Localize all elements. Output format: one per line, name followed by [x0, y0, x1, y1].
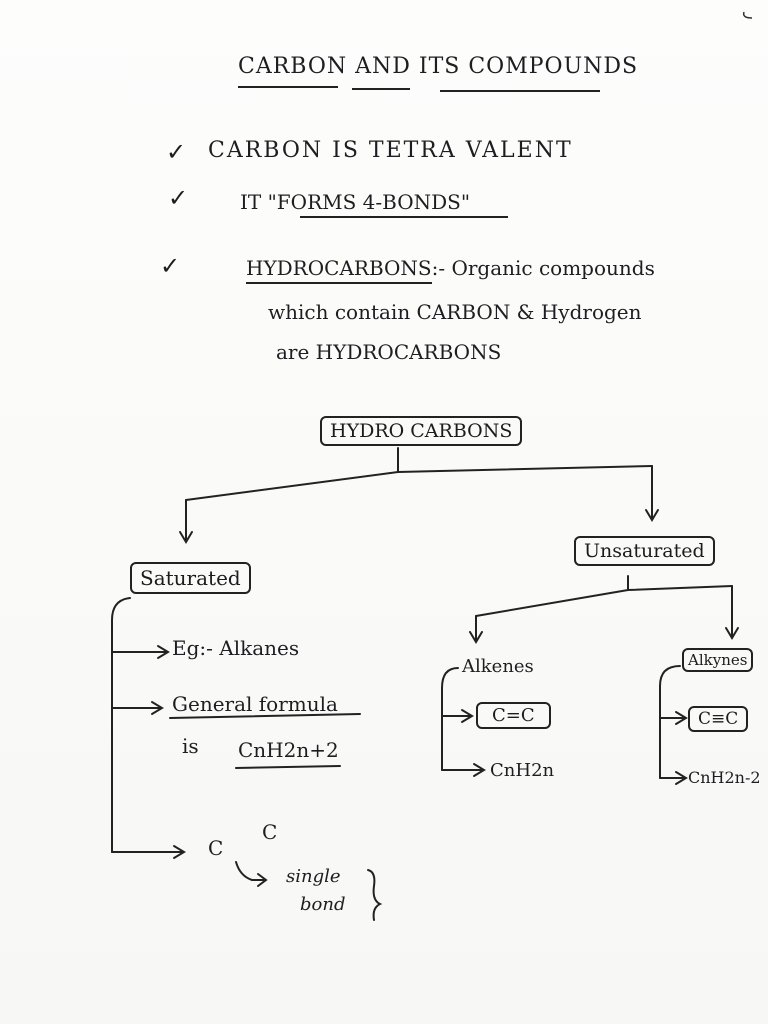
definition-line-2: which contain CARBON & Hydrogen — [268, 300, 642, 324]
title-underline-2 — [352, 88, 410, 90]
check-mark-icon: ✓ — [168, 184, 189, 212]
saturated-example: Eg:- Alkanes — [172, 636, 300, 660]
bond-carbon-1: C — [208, 836, 224, 860]
alkynes-bond-box: C≡C — [688, 706, 749, 732]
hydrocarbons-root-box: HYDRO CARBONS — [320, 416, 523, 446]
check-mark-icon: ✓ — [166, 138, 187, 166]
bond-note-bond: bond — [300, 894, 346, 915]
definition-line-3: are HYDROCARBONS — [276, 340, 502, 364]
alkenes-label: Alkenes — [462, 656, 534, 677]
title-underline-3 — [440, 90, 600, 92]
unsaturated-box: Unsaturated — [574, 536, 715, 566]
alkenes-bond-box: C=C — [476, 702, 551, 729]
saturated-box: Saturated — [130, 562, 251, 594]
alkynes-formula: CnH2n-2 — [688, 768, 761, 787]
hydrocarbons-underline — [246, 282, 432, 284]
four-bonds-underline — [300, 216, 508, 218]
point-four-bonds: IT "FORMS 4-BONDS" — [240, 190, 471, 214]
alkenes-formula: CnH2n — [490, 760, 555, 781]
check-mark-icon: ✓ — [160, 252, 181, 280]
saturated-formula: CnH2n+2 — [238, 738, 339, 762]
point-tetravalent: CARBON IS TETRA VALENT — [208, 138, 573, 163]
alkynes-box: Alkynes — [682, 648, 754, 672]
point-hydrocarbons-definition: HYDROCARBONS:- Organic compounds — [246, 256, 655, 280]
bond-carbon-2: C — [262, 820, 278, 844]
bond-note-single: single — [286, 866, 341, 887]
saturated-formula-is: is — [182, 734, 199, 758]
page-title: CARBON AND ITS COMPOUNDS — [238, 54, 639, 79]
title-underline-1 — [238, 86, 338, 88]
saturated-formula-label: General formula — [172, 692, 338, 716]
